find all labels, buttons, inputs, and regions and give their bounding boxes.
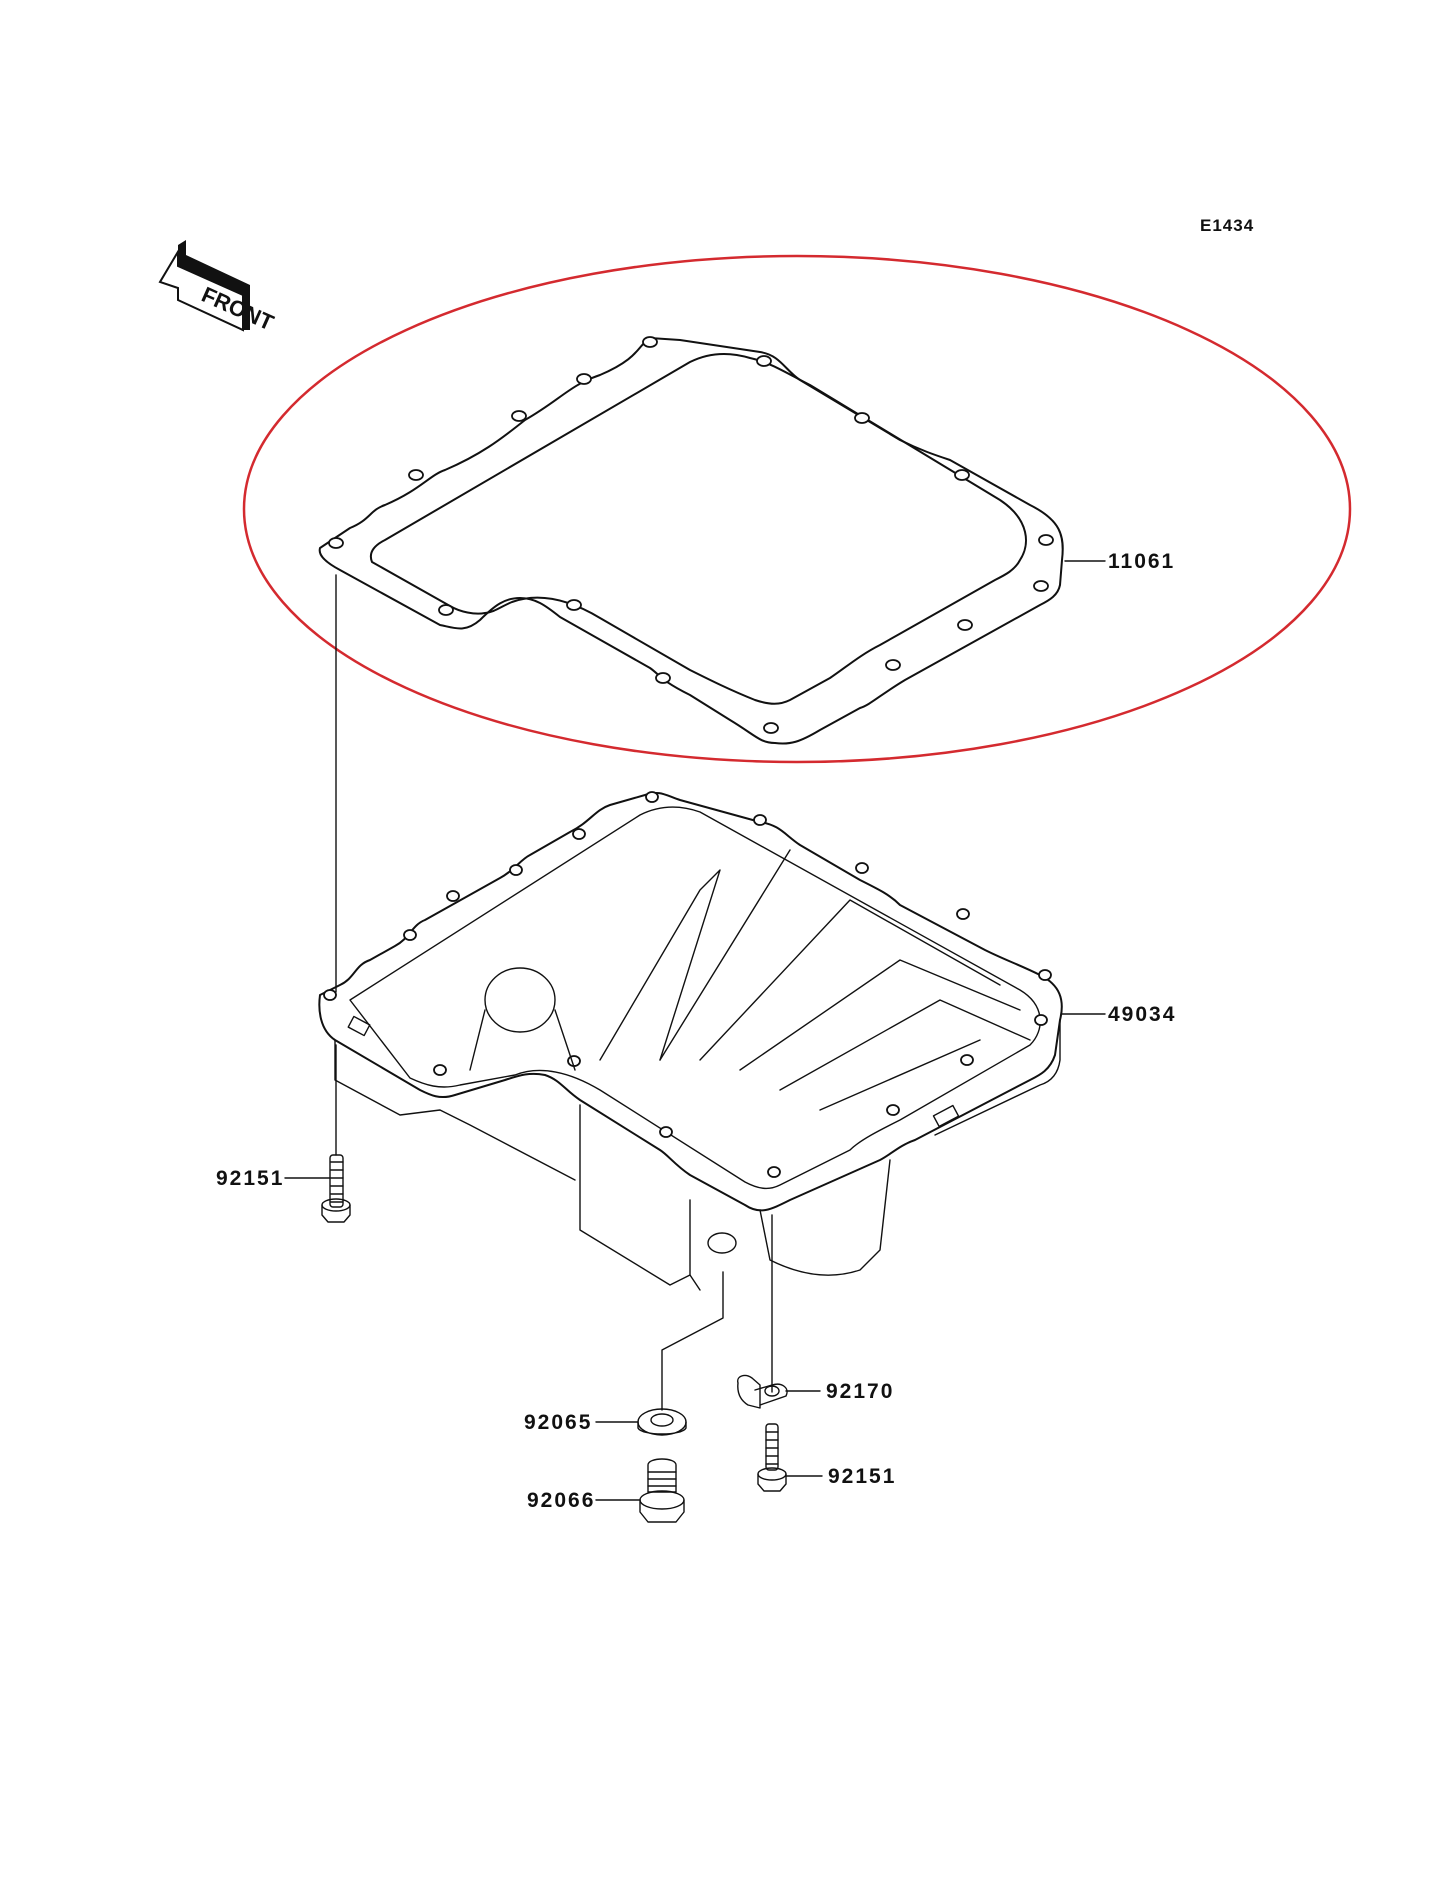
part-label-92151-left[interactable]: 92151 [216, 1167, 285, 1190]
oil-pan-49034 [318, 791, 1063, 1291]
part-label-92066[interactable]: 92066 [527, 1489, 596, 1512]
part-label-92151-right[interactable]: 92151 [828, 1465, 897, 1488]
part-label-92170[interactable]: 92170 [826, 1380, 895, 1403]
front-arrow-icon: FRONT [158, 240, 278, 336]
clamp-92170 [737, 1374, 788, 1409]
gasket-11061 [318, 336, 1064, 745]
drain-plug-92066 [639, 1458, 685, 1523]
part-label-49034[interactable]: 49034 [1108, 1003, 1177, 1026]
diagram-code: E1434 [1200, 216, 1255, 235]
part-label-11061[interactable]: 11061 [1108, 550, 1176, 573]
bolt-92151-left [321, 1154, 351, 1223]
washer-92065 [637, 1408, 687, 1436]
part-label-92065[interactable]: 92065 [524, 1411, 593, 1434]
highlight-ellipse [242, 254, 1352, 764]
bolt-92151-right [757, 1423, 787, 1492]
